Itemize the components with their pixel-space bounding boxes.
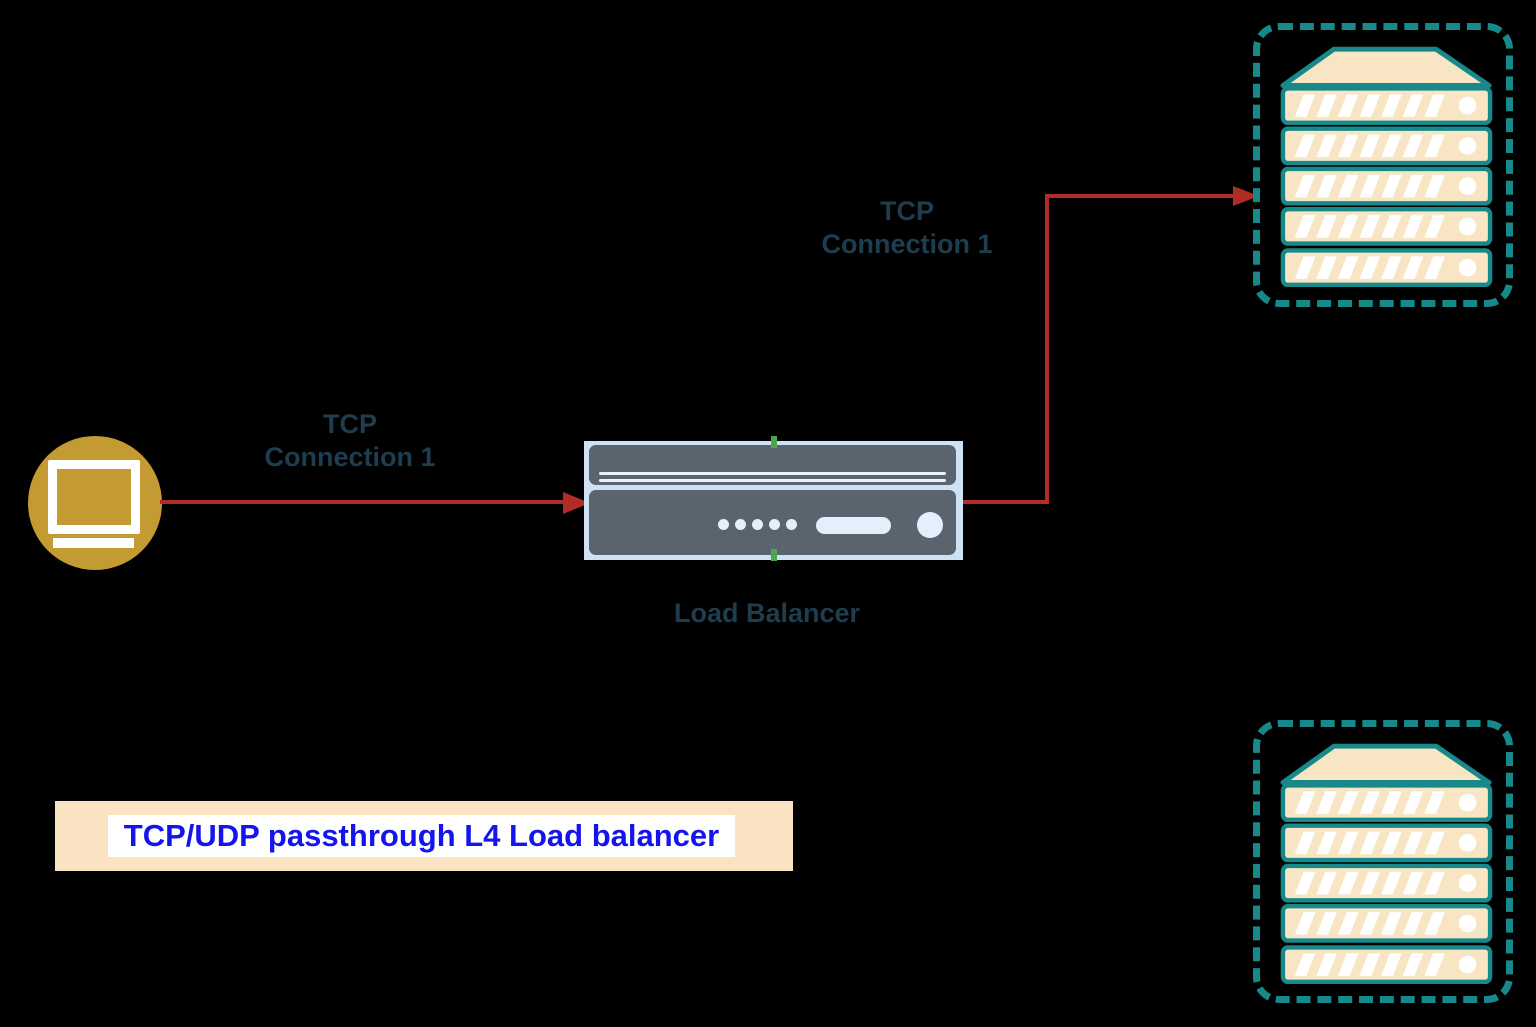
lb-anchor-bottom	[771, 549, 777, 561]
title-banner: TCP/UDP passthrough L4 Load balancer	[55, 801, 793, 871]
load-balancer-top-unit	[589, 445, 956, 485]
vent-line	[599, 472, 946, 475]
server-group-top	[1253, 23, 1513, 307]
load-balancer-icon	[589, 490, 956, 555]
monitor-icon	[48, 460, 140, 534]
server-rack-icon	[1280, 46, 1493, 288]
arrowhead-into-load-balancer	[563, 492, 590, 514]
client-node	[28, 436, 162, 570]
connection-line-to-servers	[1045, 194, 1233, 198]
connection-label-right: TCP Connection 1	[787, 195, 1027, 261]
lb-led-dot	[735, 519, 746, 530]
connection-label-right-line2: Connection 1	[821, 229, 993, 259]
vent-line	[599, 479, 946, 482]
connection-line-client-to-lb	[160, 500, 563, 504]
connection-line-vertical	[1045, 194, 1049, 502]
connection-label-right-line1: TCP	[880, 196, 934, 226]
connection-label-left-line1: TCP	[323, 409, 377, 439]
arrowhead-into-server-group	[1233, 186, 1259, 206]
lb-drive-bay	[816, 517, 891, 534]
lb-anchor-top	[771, 436, 777, 448]
monitor-base	[53, 538, 134, 548]
load-balancer-caption: Load Balancer	[673, 598, 861, 628]
connection-label-left-line2: Connection 1	[264, 442, 436, 472]
server-group-bottom	[1253, 720, 1513, 1003]
title-banner-text: TCP/UDP passthrough L4 Load balancer	[123, 818, 720, 853]
title-banner-highlight: TCP/UDP passthrough L4 Load balancer	[108, 815, 735, 857]
lb-led-dot	[718, 519, 729, 530]
lb-led-dot	[769, 519, 780, 530]
lb-led-dot	[752, 519, 763, 530]
lb-power-knob	[917, 512, 943, 538]
server-rack-icon	[1280, 743, 1493, 985]
connection-line-lb-out	[963, 500, 1049, 504]
connection-label-left: TCP Connection 1	[230, 408, 470, 474]
lb-led-dot	[786, 519, 797, 530]
